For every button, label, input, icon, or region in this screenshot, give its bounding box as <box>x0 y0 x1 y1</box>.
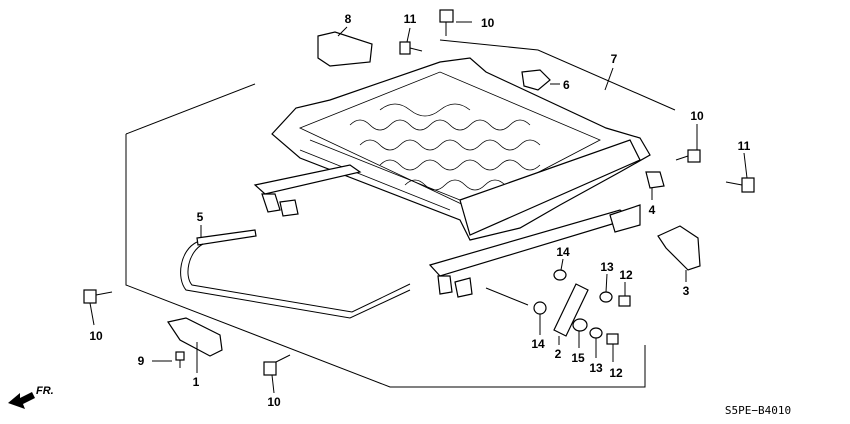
callout-4: 4 <box>649 203 656 217</box>
part-6-clip <box>521 69 551 91</box>
callout-5: 5 <box>197 210 204 224</box>
part-4-clip <box>645 171 665 189</box>
diagram-code: S5PE−B4010 <box>725 404 791 417</box>
seat-frame <box>271 57 651 241</box>
part-9-screw <box>175 351 185 368</box>
part-2-plate <box>553 283 589 337</box>
part-10-bolt-top <box>439 9 454 36</box>
front-direction-arrow: FR. <box>8 385 54 409</box>
callout-10-top: 10 <box>481 16 495 30</box>
callout-2: 2 <box>555 347 562 361</box>
assembly-outline <box>125 134 646 388</box>
callout-12-top: 12 <box>619 268 633 282</box>
part-14-washer-bottom <box>533 301 547 315</box>
callout-11-top: 11 <box>404 12 417 26</box>
release-bar <box>180 229 411 319</box>
callout-10-right: 10 <box>690 109 704 123</box>
callout-12-bottom: 12 <box>609 366 623 380</box>
part-10-bolt-bottom <box>263 354 291 376</box>
callout-15: 15 <box>571 351 585 365</box>
part-12-nut-top <box>618 295 631 307</box>
callout-3: 3 <box>683 284 690 298</box>
part-3-cover <box>657 225 701 271</box>
callout-14-bottom: 14 <box>531 337 545 351</box>
callout-11-right: 11 <box>738 139 751 153</box>
part-14-washer-top <box>553 269 567 281</box>
part-12-nut-bottom <box>606 333 619 345</box>
part-13-washer-top <box>599 291 613 303</box>
callout-9: 9 <box>138 354 145 368</box>
right-slide-rail <box>428 204 641 298</box>
assembly-outline-top <box>125 83 256 135</box>
callout-13-top: 13 <box>600 260 614 274</box>
front-direction-label: FR. <box>36 385 54 397</box>
part-8-cover <box>317 31 373 67</box>
callout-8: 8 <box>345 12 352 26</box>
part-10-bolt-right <box>675 149 701 163</box>
callout-10-left: 10 <box>89 329 103 343</box>
assembly-outline-right <box>439 39 676 111</box>
part-15-washer <box>572 318 588 332</box>
leader-lines <box>89 21 748 394</box>
callout-1: 1 <box>193 375 200 389</box>
left-slide-rail <box>253 164 362 217</box>
part-10-bolt-left <box>83 289 113 304</box>
part-13-washer-bottom <box>589 327 603 339</box>
callout-6: 6 <box>563 78 570 92</box>
part-1-switch <box>167 317 223 357</box>
callout-7: 7 <box>611 52 618 66</box>
part-11-bolt-right <box>725 177 755 193</box>
callout-13-bottom: 13 <box>589 361 603 375</box>
callout-14-top: 14 <box>556 245 570 259</box>
part-11-bolt-top <box>399 41 423 55</box>
callout-10-bottom: 10 <box>267 395 281 409</box>
